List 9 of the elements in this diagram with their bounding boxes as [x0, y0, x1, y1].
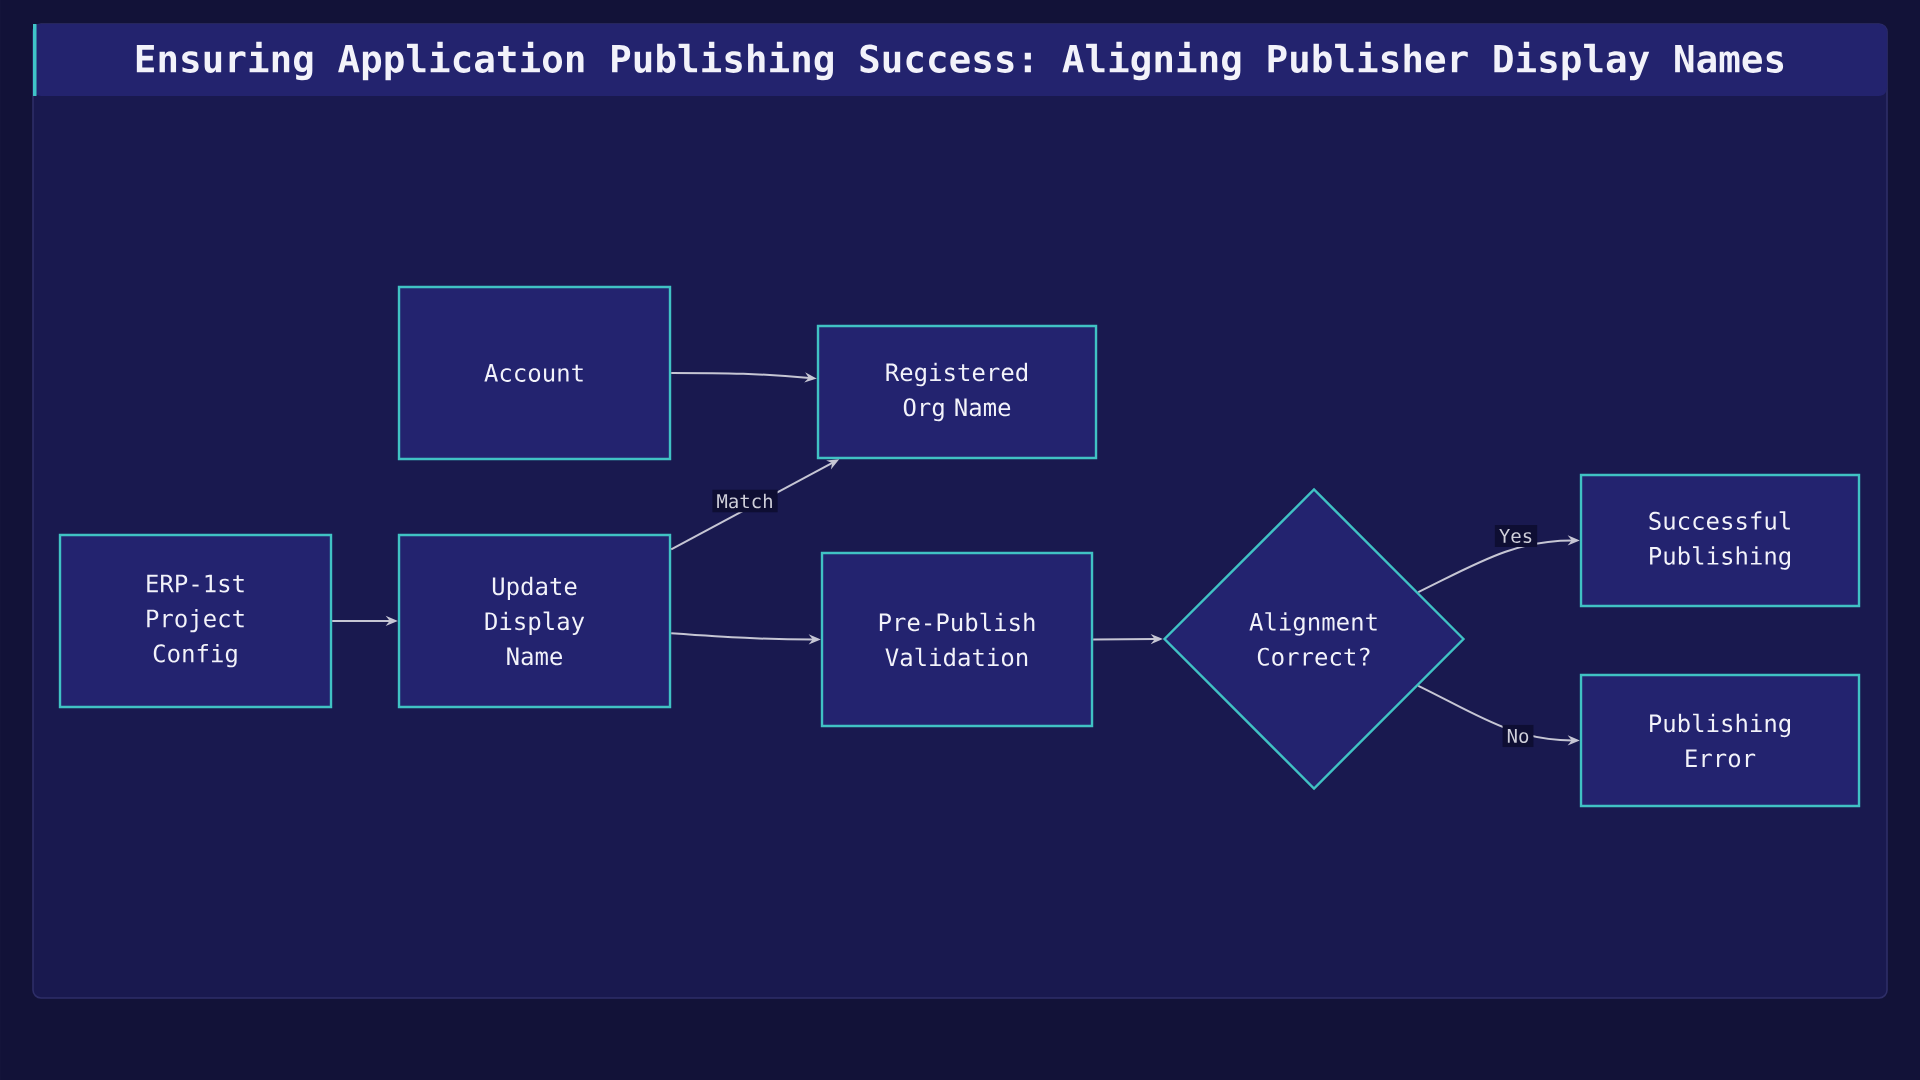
process-box: Pre-Publish Validation [820, 551, 1094, 728]
process-box: Update Display Name [397, 533, 672, 709]
process-box: Publishing Error [1579, 673, 1861, 808]
process-box: Successful Publishing [1579, 473, 1861, 608]
process-box: ERP-1st Project Config [58, 533, 333, 709]
process-box: Account [397, 285, 672, 461]
title-banner: Ensuring Application Publishing Success: Aligning Publisher Display Names [33, 24, 1887, 96]
edge-label: Match [712, 489, 778, 513]
process-box: Registered Org Name [816, 324, 1098, 460]
